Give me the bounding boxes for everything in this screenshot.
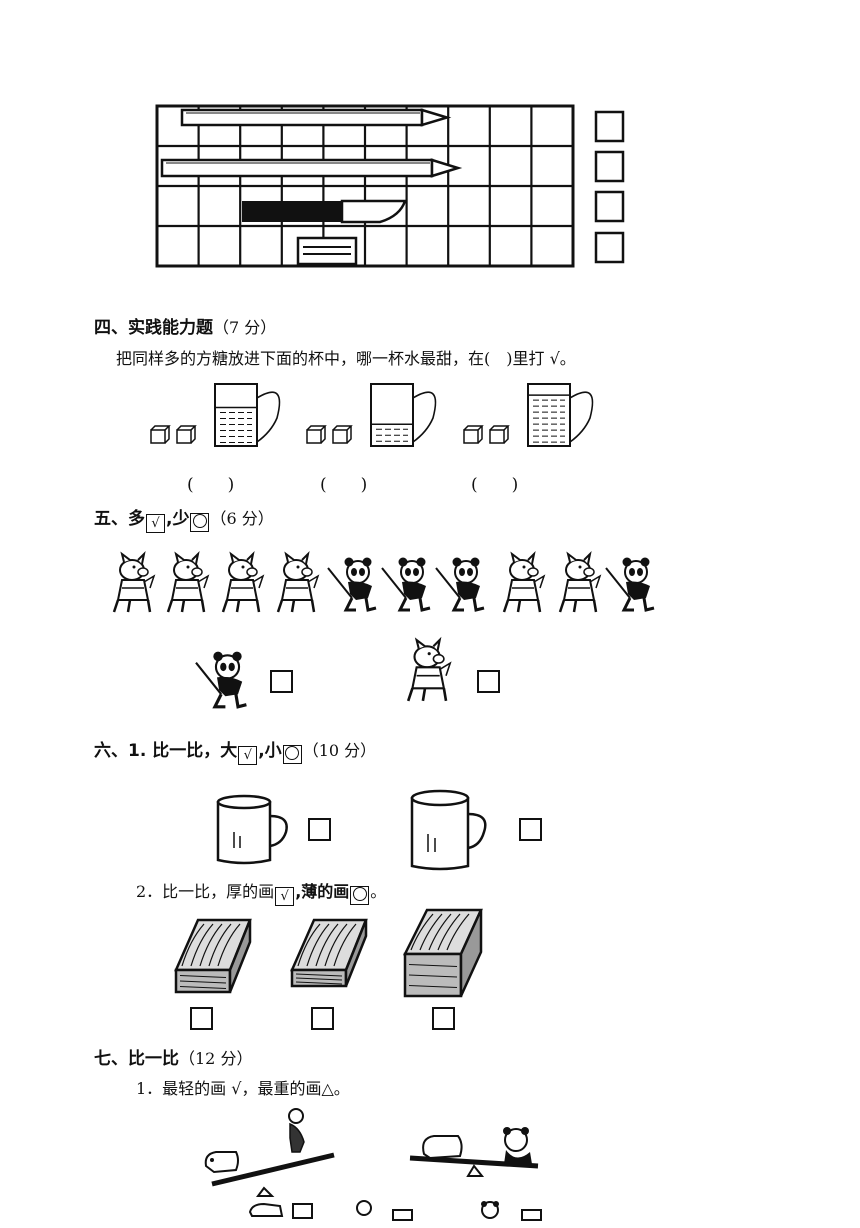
- pig-icon: [112, 550, 156, 613]
- circle-icon: [192, 514, 207, 528]
- small-cup-answer-box[interactable]: [308, 818, 331, 841]
- pig-icon: [166, 550, 210, 613]
- section4-instruction: 把同样多的方糖放进下面的杯中，哪一杯水最甜，在( )里打 √。: [116, 349, 576, 368]
- section7-title: 七、比一比: [94, 1049, 179, 1069]
- sugar-cube-icon: [332, 425, 353, 444]
- pig-icon: [502, 550, 546, 613]
- sugar-cube-icon: [463, 425, 484, 444]
- elephant-icon: [204, 1151, 239, 1174]
- pencil-icon: [180, 108, 452, 127]
- section6-title-prefix: 六、1. 比一比，大: [94, 741, 238, 761]
- cup-icon: [216, 794, 288, 865]
- seesaw-icon: [409, 1155, 539, 1177]
- wood-answer-box-3[interactable]: [432, 1007, 455, 1030]
- section4-heading: 四、实践能力题（7 分）: [94, 313, 276, 338]
- wood-block-icon: [174, 918, 252, 994]
- panda-answer-box[interactable]: [270, 670, 293, 693]
- answer-paren-3[interactable]: ( ): [471, 475, 519, 495]
- answer-boxes: [594, 110, 625, 264]
- animals-row: [112, 550, 655, 613]
- cup-icon: [370, 383, 437, 447]
- sugar-cube-icon: [306, 425, 327, 444]
- bottom-row-partial: [248, 1200, 542, 1221]
- check-symbol-box: √: [275, 887, 295, 906]
- panda-icon: [195, 651, 247, 709]
- answer-paren-1[interactable]: ( ): [187, 475, 235, 495]
- section7-q1: 1．最轻的画 √，最重的画△。: [136, 1079, 350, 1098]
- panda-icon: [503, 1127, 532, 1164]
- pencil-icon: [160, 158, 463, 178]
- eraser-icon: [296, 236, 358, 266]
- circle-symbol-box: [282, 745, 302, 764]
- section6-q2-prefix: 2．比一比，厚的画: [136, 882, 275, 901]
- circle-symbol-box: [190, 513, 210, 532]
- panda-icon: [381, 557, 431, 612]
- pig-icon: [558, 550, 602, 613]
- elephant-icon: [422, 1135, 463, 1160]
- section5-title-mid: ,少: [166, 509, 190, 529]
- big-cup-answer-box[interactable]: [519, 818, 542, 841]
- section6-q2-suffix: 。: [370, 882, 387, 901]
- section6-q2: 2．比一比，厚的画√,薄的画 。: [136, 878, 386, 906]
- section6-heading: 六、1. 比一比，大√,小 （10 分）: [94, 736, 376, 765]
- circle-symbol-box: [350, 886, 370, 905]
- section6-q2-mid: ,薄的画: [295, 882, 350, 901]
- pig-icon: [221, 550, 265, 613]
- grid-lines: [157, 106, 573, 266]
- pig-icon: [406, 636, 452, 702]
- cups-row: [150, 383, 594, 447]
- knife-icon: [242, 199, 407, 224]
- panda-icon: [435, 557, 485, 612]
- circle-icon: [285, 746, 300, 760]
- section5-title-prefix: 五、多: [94, 509, 145, 529]
- sugar-cube-icon: [176, 425, 197, 444]
- wood-block-icon: [290, 918, 368, 988]
- check-symbol-box: √: [238, 746, 258, 765]
- answer-paren-2[interactable]: ( ): [320, 475, 368, 495]
- cup-icon: [527, 383, 594, 447]
- pig-answer-box[interactable]: [477, 670, 500, 693]
- section7-heading: 七、比一比（12 分）: [94, 1044, 252, 1069]
- panda-icon: [605, 557, 655, 612]
- circle-icon: [352, 887, 367, 901]
- cup-icon: [410, 789, 487, 871]
- seesaw-scene: [204, 1108, 542, 1221]
- monkey-icon: [288, 1108, 305, 1153]
- wood-blocks-row: [174, 908, 483, 998]
- pig-icon: [406, 636, 452, 702]
- wood-answer-box-1[interactable]: [190, 1007, 213, 1030]
- section5-heading: 五、多√,少 （6 分）: [94, 504, 274, 533]
- panda-icon: [327, 557, 377, 612]
- section6-points: （10 分）: [302, 741, 377, 760]
- wood-block-icon: [402, 908, 483, 998]
- section5-points: （6 分）: [210, 509, 274, 528]
- section4-points: （7 分）: [213, 318, 277, 337]
- length-comparison-grid: [155, 104, 625, 268]
- seesaw-icon: [211, 1152, 335, 1197]
- section7-points: （12 分）: [179, 1049, 253, 1068]
- sugar-cube-icon: [150, 425, 171, 444]
- wood-answer-box-2[interactable]: [311, 1007, 334, 1030]
- pig-icon: [276, 550, 320, 613]
- section6-title-mid: ,小: [258, 741, 282, 761]
- section4-title: 四、实践能力题: [94, 318, 213, 338]
- panda-icon: [195, 651, 247, 709]
- check-symbol-box: √: [146, 514, 165, 533]
- cup-icon: [214, 383, 281, 447]
- sugar-cube-icon: [489, 425, 510, 444]
